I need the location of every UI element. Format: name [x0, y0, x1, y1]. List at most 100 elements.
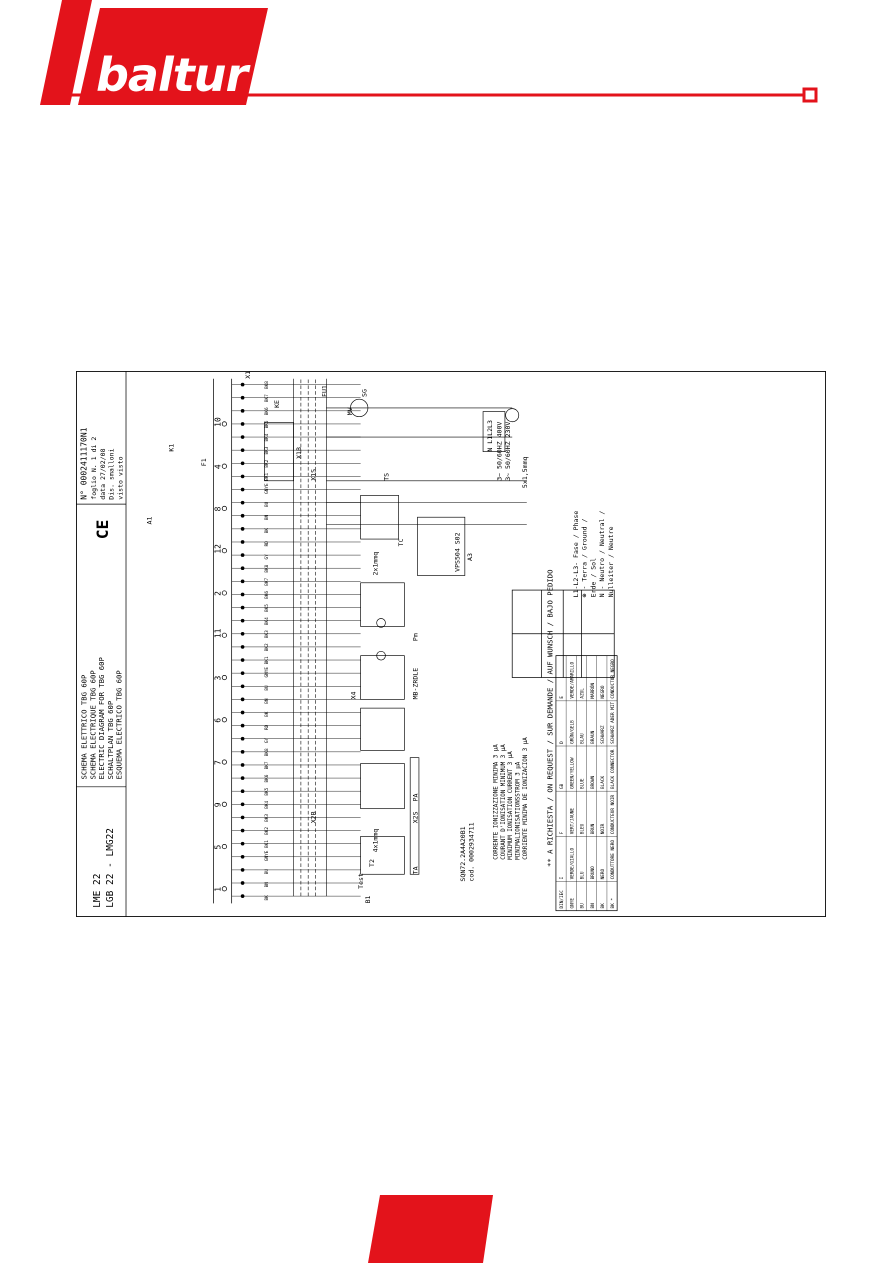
terminal-screw — [240, 841, 245, 846]
terminal-screw — [240, 658, 245, 662]
color-table-cell: NERO — [600, 868, 606, 879]
color-table-header: BU — [580, 903, 586, 909]
wire-color-label: RD — [264, 541, 270, 547]
color-table-cell: VERT/JAUNE — [569, 808, 575, 835]
color-table-cell: BLACK — [600, 776, 606, 789]
terminal-dot — [221, 801, 227, 807]
terminal-screw — [240, 618, 245, 623]
terminal-screw — [240, 422, 245, 426]
terminal-number: 4 — [214, 464, 223, 469]
color-table-cell: D — [559, 741, 565, 744]
terminal-screw — [240, 566, 245, 571]
footer-tab — [368, 1195, 493, 1263]
wire-color-label: BK4 — [264, 433, 270, 441]
ionisation-es: CORRIENTE MINIMA DE IONIZACION 3 µA — [523, 737, 529, 860]
terminal-screw — [240, 592, 245, 597]
terminal-screw — [240, 409, 245, 413]
label-mv: MV — [346, 407, 354, 415]
wire-color-label: RD — [264, 724, 270, 730]
color-table-cell: CONDUTTORE NERO — [610, 840, 616, 880]
label-k1: K1 — [167, 444, 175, 452]
terminal-dot — [221, 886, 227, 892]
color-table-cell: BLAU — [580, 733, 586, 744]
color-table-cell: F — [559, 831, 565, 834]
ionisation-de: MINIMALIONISATIONSSTROM 3 µA — [515, 761, 521, 859]
color-table-cell: NOIR — [600, 823, 606, 834]
terminal-screw — [240, 553, 245, 557]
label-x2s: X2S — [411, 811, 419, 823]
terminal-number: 8 — [214, 506, 223, 511]
wire-color-label: BK1 — [264, 840, 270, 848]
terminal-screw — [240, 684, 245, 689]
terminal-screw — [240, 461, 245, 466]
color-table-cell: GREEN/YELLOW — [569, 757, 575, 789]
terminal-dot — [221, 844, 227, 850]
ce-mark: CE — [93, 520, 112, 539]
terminal-number: 3 — [214, 675, 223, 680]
wire-color-label: BK — [264, 895, 270, 901]
legend-4: N - Neutro / Neutral / — [598, 511, 606, 598]
terminal-number: 1 — [214, 887, 223, 892]
color-table-cell: BLACK CONNECTOR — [610, 749, 616, 789]
terminal-dot — [221, 674, 227, 681]
terminal-screw — [240, 540, 245, 544]
terminal-screw — [240, 868, 245, 872]
terminal-screw — [240, 448, 245, 452]
wire-color-label: BK5 — [264, 420, 270, 428]
wire-color-label: BK2 — [264, 643, 270, 651]
color-table-cell: BROWN — [590, 776, 596, 789]
color-table-cell: I — [559, 876, 565, 879]
label-x1: X1 — [244, 371, 252, 379]
terminal-screw — [240, 723, 245, 728]
label-x1b: X1B — [295, 447, 303, 459]
color-table-header: BK — [600, 903, 606, 909]
color-table-cell: AZUL — [580, 688, 586, 699]
terminal-number: 11 — [214, 628, 223, 638]
color-table-cell: GB — [559, 783, 565, 789]
color-table-cell: VERDE/GIALLO — [569, 847, 575, 879]
logo-stripe-1 — [40, 0, 92, 105]
wire-color-label: BK6 — [264, 407, 270, 415]
label-x4: X4 — [350, 691, 358, 699]
color-table-cell: MARRÓN — [589, 683, 596, 699]
sheet-number: foglio N. 1 di 2 — [90, 437, 98, 500]
color-table-cell: CONDUCTOR NEGRO — [610, 659, 616, 699]
terminal-dot — [221, 505, 227, 512]
earth-wire: 5x1,5mmq — [521, 456, 529, 488]
label-b1: B1 — [364, 895, 372, 903]
supply-230v: 3~ 50/60HZ 230V — [504, 422, 512, 481]
wire-color-label: BK8 — [264, 381, 270, 389]
terminal-number: 10 — [214, 417, 223, 427]
color-table-cell: GRÜN/GELB — [568, 720, 575, 744]
brand-logo: baltur — [96, 48, 248, 102]
title-block: N° 0002411170N1 foglio N. 1 di 2 data 27… — [80, 427, 125, 907]
terminal-screw — [240, 671, 245, 675]
wire-color-label: GNYE — [264, 850, 270, 861]
wire-color-label: BK7 — [264, 577, 270, 585]
supply-400v: 3~ 50/60HZ 400V — [495, 422, 503, 481]
wire-color-label: GY — [264, 554, 270, 560]
supply-lines: N L1L2L3 — [486, 420, 494, 452]
wire-color-label: BN — [264, 698, 270, 704]
color-table-header: BK * — [610, 898, 616, 909]
terminal-number: 5 — [214, 844, 223, 849]
terminal-screw — [240, 382, 245, 387]
wire-color-label: GNYE — [264, 483, 270, 494]
color-table-cell: VERDE/AMARILLO — [569, 662, 575, 699]
color-table-cell: BRUNO — [590, 866, 596, 879]
terminal-screw — [240, 881, 245, 885]
terminal-screw — [240, 854, 245, 859]
terminal-screw — [240, 487, 245, 492]
terminal-dot — [221, 632, 227, 638]
color-table-cell: BRAUN — [590, 730, 596, 743]
terminal-screw — [240, 435, 245, 439]
wiring-diagram: N° 0002411170N1 foglio N. 1 di 2 data 27… — [76, 371, 826, 917]
checked-by: visto visto — [116, 456, 124, 499]
terminal-screw — [240, 710, 245, 715]
wire-color-label: BK — [264, 711, 270, 717]
ionisation-notes: CORRENTE IONIZZAZIONE MINIMA 3 µA COURAN… — [494, 737, 529, 860]
terminal-dot — [221, 759, 227, 765]
wire-color-label: GY — [264, 737, 270, 743]
label-x1s: X1S — [309, 469, 317, 481]
